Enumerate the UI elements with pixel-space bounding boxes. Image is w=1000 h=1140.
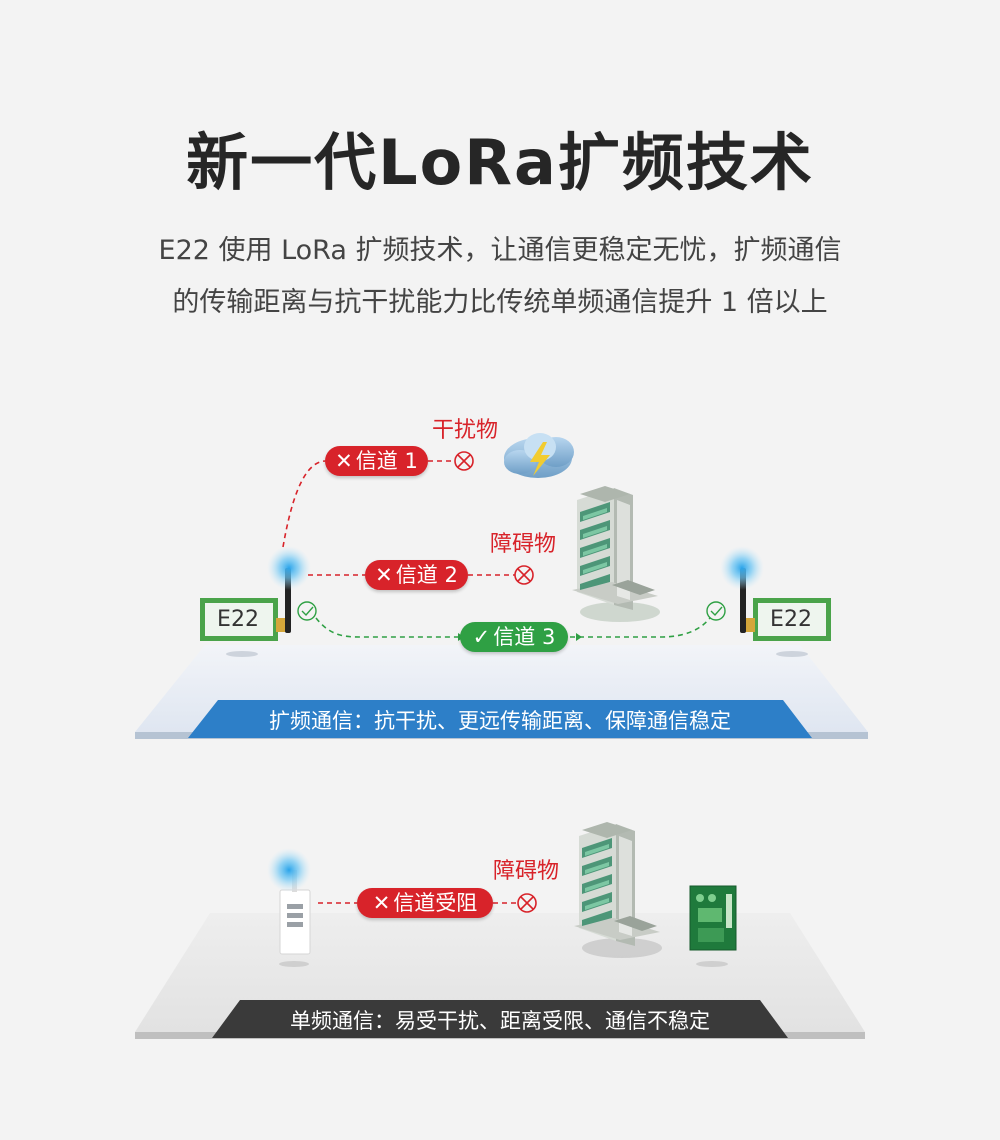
channel-3-pill: ✓信道 3 bbox=[460, 622, 568, 652]
module-board-icon bbox=[745, 598, 831, 657]
obstacle-label: 障碍物 bbox=[493, 859, 560, 884]
blocked-circle-icon bbox=[454, 451, 474, 471]
module-board-icon bbox=[200, 598, 286, 657]
check-circle-icon bbox=[297, 601, 317, 621]
signal-glow-icon bbox=[720, 546, 764, 590]
banner-background bbox=[212, 1000, 788, 1038]
device-right-label: E22 bbox=[770, 607, 812, 632]
cross-icon: ✕ bbox=[375, 563, 393, 587]
cross-icon: ✕ bbox=[372, 891, 391, 915]
spread-banner-text: 扩频通信：抗干扰、更远传输距离、保障通信稳定 bbox=[269, 709, 731, 733]
description-line-1: E22 使用 LoRa 扩频技术，让通信更稳定无忧，扩频通信 bbox=[158, 235, 842, 266]
signal-glow-icon bbox=[267, 848, 311, 892]
check-circle-icon bbox=[706, 601, 726, 621]
channel-3-path bbox=[570, 617, 711, 638]
check-icon: ✓ bbox=[472, 625, 491, 649]
building-icon bbox=[572, 486, 660, 622]
obstacle-label: 障碍物 bbox=[490, 532, 557, 557]
page-title: 新一代LoRa扩频技术 bbox=[186, 126, 814, 199]
building-icon bbox=[574, 822, 662, 958]
interference-label: 干扰物 bbox=[432, 418, 499, 443]
banner-background bbox=[188, 700, 812, 738]
single-banner-text: 单频通信：易受干扰、距离受限、通信不稳定 bbox=[290, 1009, 710, 1033]
description-line-2: 的传输距离与抗干扰能力比传统单频通信提升 1 倍以上 bbox=[172, 287, 828, 318]
signal-glow-icon bbox=[267, 546, 311, 590]
cloud-lightning-icon bbox=[504, 433, 574, 478]
cross-icon: ✕ bbox=[335, 449, 353, 473]
channel-2-label: 信道 2 bbox=[395, 563, 458, 587]
channel-3-path bbox=[315, 617, 458, 638]
blocked-circle-icon bbox=[514, 565, 534, 585]
channel-1-label: 信道 1 bbox=[355, 449, 418, 473]
blocked-channel-pill: ✕信道受阻 bbox=[357, 888, 493, 918]
blocked-channel-label: 信道受阻 bbox=[393, 891, 478, 915]
channel-3-label: 信道 3 bbox=[493, 625, 556, 649]
channel-1-path bbox=[282, 460, 326, 548]
module-board-icon bbox=[689, 885, 737, 967]
device-left-label: E22 bbox=[217, 607, 259, 632]
blocked-circle-icon bbox=[517, 893, 537, 913]
channel-2-pill: ✕信道 2 bbox=[365, 560, 468, 590]
channel-1-pill: ✕信道 1 bbox=[325, 446, 428, 476]
